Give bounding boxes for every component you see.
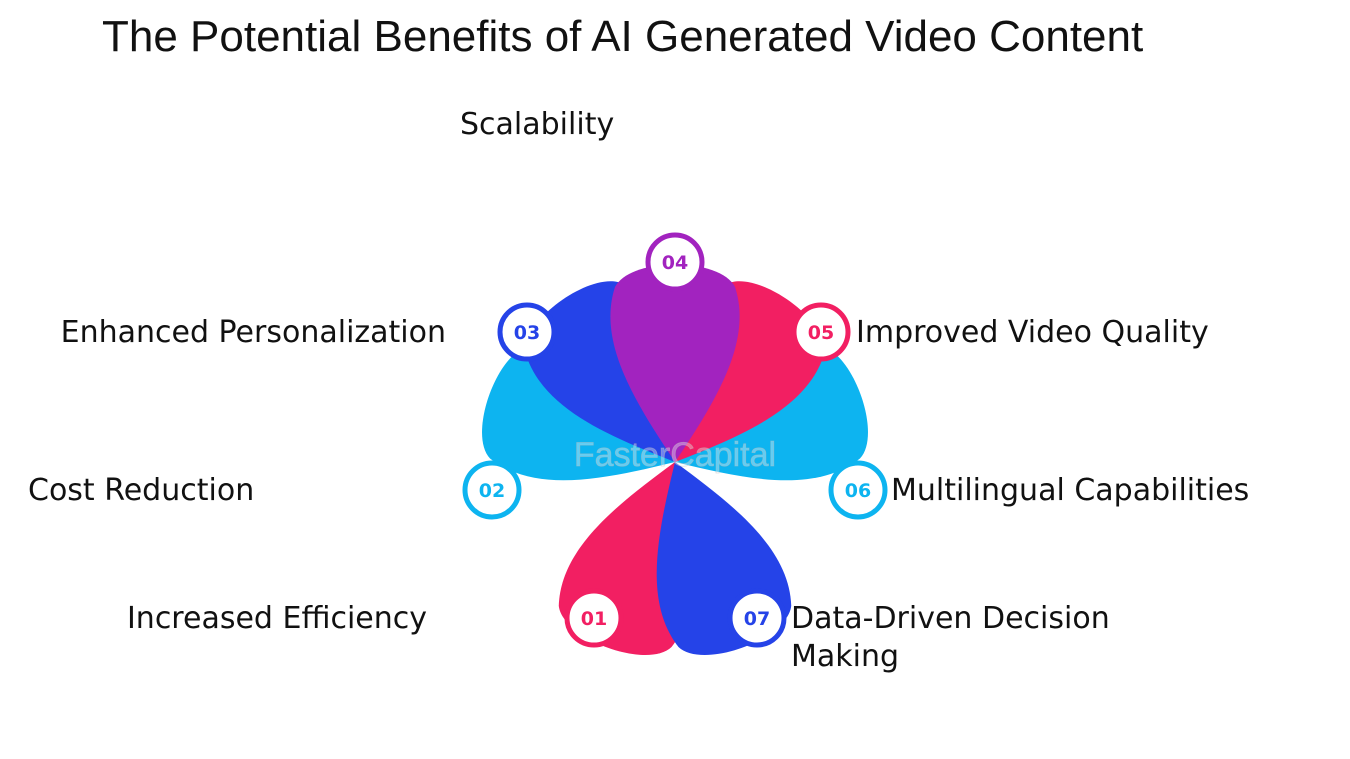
svg-text:04: 04 <box>662 252 688 274</box>
label-improved-video-quality: Improved Video Quality <box>856 315 1209 350</box>
number-badge-06: 06 <box>828 460 888 520</box>
number-badge-01: 01 <box>564 588 624 648</box>
label-scalability: Scalability <box>460 107 615 142</box>
page-title: The Potential Benefits of AI Generated V… <box>102 12 1144 61</box>
label-increased-efficiency: Increased Efficiency <box>126 601 427 636</box>
label-data-driven-decision-making: Data-Driven Decision Making <box>791 601 1110 674</box>
svg-text:02: 02 <box>479 480 505 502</box>
svg-text:01: 01 <box>581 608 607 630</box>
svg-text:07: 07 <box>744 608 770 630</box>
number-badge-05: 05 <box>791 302 851 362</box>
label-enhanced-personalization: Enhanced Personalization <box>60 315 446 350</box>
svg-text:03: 03 <box>514 322 540 344</box>
watermark-text: FasterCapital <box>574 436 776 474</box>
number-badge-04: 04 <box>645 232 705 292</box>
number-badge-07: 07 <box>727 588 787 648</box>
number-badge-03: 03 <box>497 302 557 362</box>
label-cost-reduction: Cost Reduction <box>28 473 255 508</box>
label-multilingual-capabilities: Multilingual Capabilities <box>891 473 1250 508</box>
svg-text:05: 05 <box>808 322 834 344</box>
svg-text:06: 06 <box>845 480 871 502</box>
number-badge-02: 02 <box>462 460 522 520</box>
